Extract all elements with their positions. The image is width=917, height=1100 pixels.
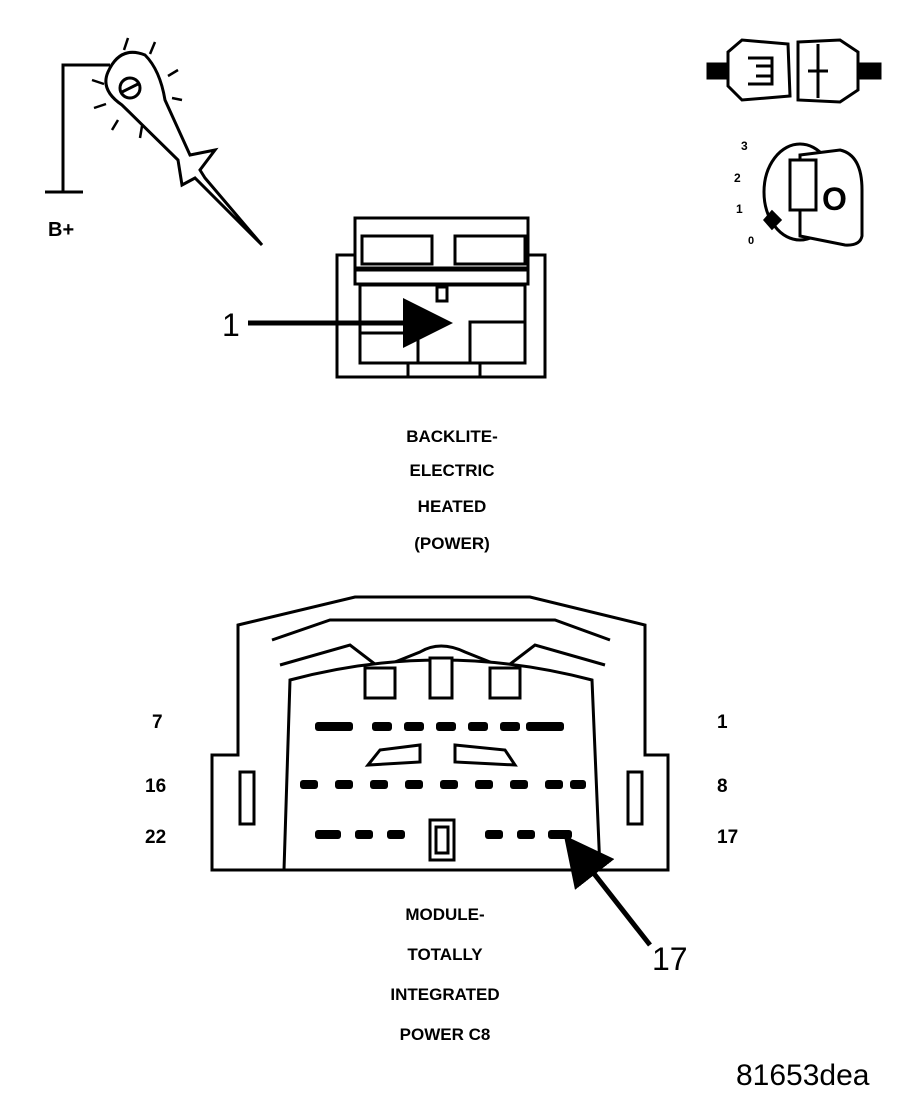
test-light-probe-icon <box>45 37 264 247</box>
row-label-right-17: 17 <box>717 827 738 848</box>
connector2-caption-line3: INTEGRATED <box>390 985 499 1004</box>
row-label-right-8: 8 <box>717 776 728 797</box>
connector1-caption-line3: HEATED <box>418 497 487 516</box>
connector1-caption-line1: BACKLITE- <box>406 427 498 446</box>
tipm-c8-connector <box>210 595 670 872</box>
ignition-key-icon <box>762 142 864 247</box>
connector2-caption-line2: TOTALLY <box>407 945 483 964</box>
connector1-caption-line4: (POWER) <box>414 534 490 553</box>
backlite-connector <box>335 216 547 379</box>
ground-label: B+ <box>48 219 74 241</box>
disconnected-connector-icon <box>706 38 882 104</box>
key-position-2: 2 <box>734 171 741 185</box>
connector2-pins <box>300 722 586 839</box>
row-label-right-1: 1 <box>717 712 728 733</box>
connector2-caption-line4: POWER C8 <box>400 1025 491 1044</box>
key-position-3: 3 <box>741 139 748 153</box>
row-label-left-22: 22 <box>145 827 166 848</box>
key-position-1: 1 <box>736 202 743 216</box>
key-letter: O <box>822 181 847 217</box>
key-position-0: 0 <box>748 235 754 247</box>
callout-arrow-17 <box>563 835 652 947</box>
row-label-left-7: 7 <box>152 712 163 733</box>
row-label-left-16: 16 <box>145 776 166 797</box>
connector2-caption-line1: MODULE- <box>405 905 484 924</box>
callout-17: 17 <box>652 941 688 977</box>
figure-id: 81653dea <box>736 1059 870 1092</box>
callout-1: 1 <box>222 307 240 343</box>
connector1-caption-line2: ELECTRIC <box>410 461 495 480</box>
